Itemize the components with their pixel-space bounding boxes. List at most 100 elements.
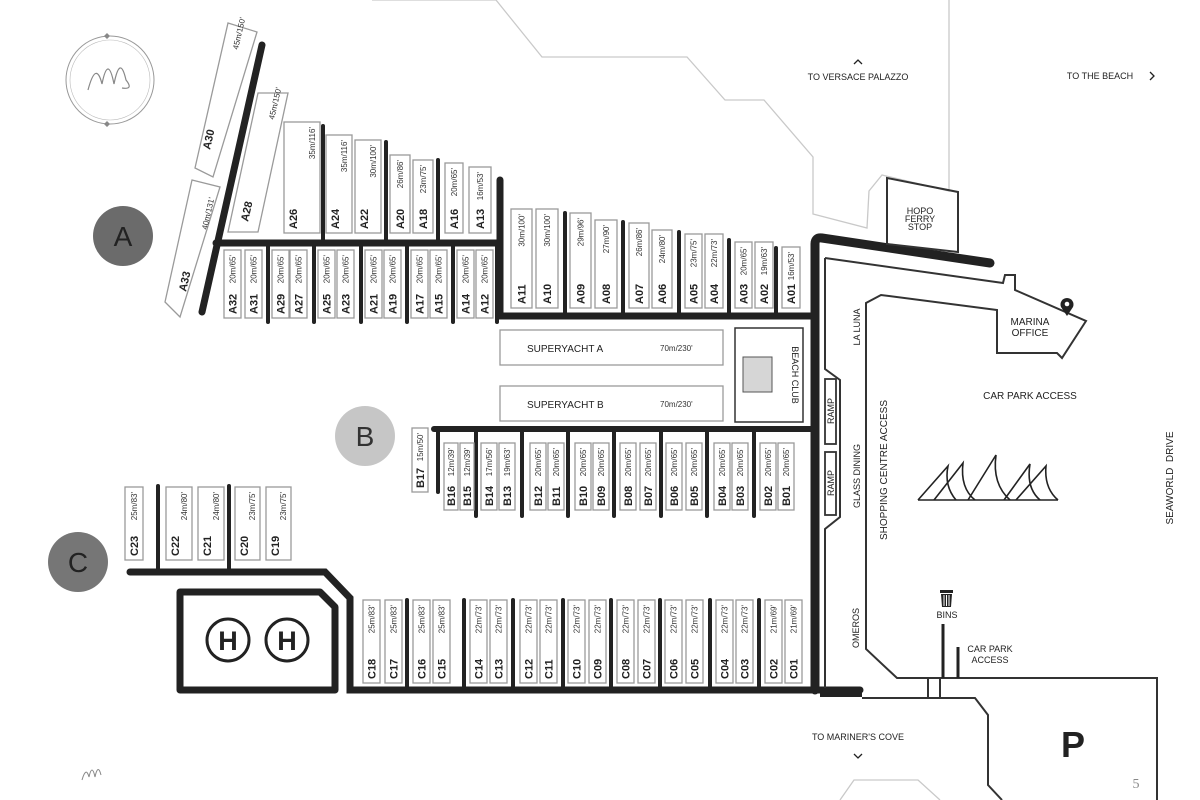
- berth-id: A07: [634, 284, 646, 304]
- berth-size: 20m/65': [670, 448, 679, 477]
- car-park-access-small-label-2: ACCESS: [971, 655, 1008, 665]
- berth-size: 17m/56': [485, 448, 494, 477]
- direction-the-beach[interactable]: TO THE BEACH: [1067, 71, 1155, 81]
- berth-id: A10: [542, 284, 554, 304]
- berth-size: 20m/65': [764, 448, 773, 477]
- berth-id: A27: [294, 294, 306, 314]
- svg-text:A: A: [114, 221, 133, 252]
- svg-text:TO VERSACE PALAZZO: TO VERSACE PALAZZO: [808, 72, 909, 82]
- berth-size: 22m/73': [594, 605, 603, 634]
- svg-text:70m/230': 70m/230': [660, 400, 693, 409]
- berth-id: A16: [449, 209, 461, 229]
- ramp-2[interactable]: RAMP: [824, 451, 837, 516]
- berth-size: 30m/100': [369, 145, 378, 178]
- ramp-1[interactable]: RAMP: [824, 378, 837, 445]
- marina-office-label-1: MARINA: [1011, 317, 1050, 328]
- berth-size: 20m/65': [435, 255, 444, 284]
- superyacht-b-berth[interactable]: SUPERYACHT B 70m/230': [499, 385, 724, 422]
- berth-size: 20m/65': [644, 448, 653, 477]
- direction-mariners-cove[interactable]: TO MARINER'S COVE: [812, 732, 904, 759]
- berth-size: 22m/73': [670, 605, 679, 634]
- direction-versace-palazzo[interactable]: TO VERSACE PALAZZO: [808, 59, 909, 82]
- superyacht-a-berth[interactable]: SUPERYACHT A 70m/230': [499, 329, 724, 366]
- berth-size: 25m/83': [368, 605, 377, 634]
- berth-size: 20m/65': [323, 255, 332, 284]
